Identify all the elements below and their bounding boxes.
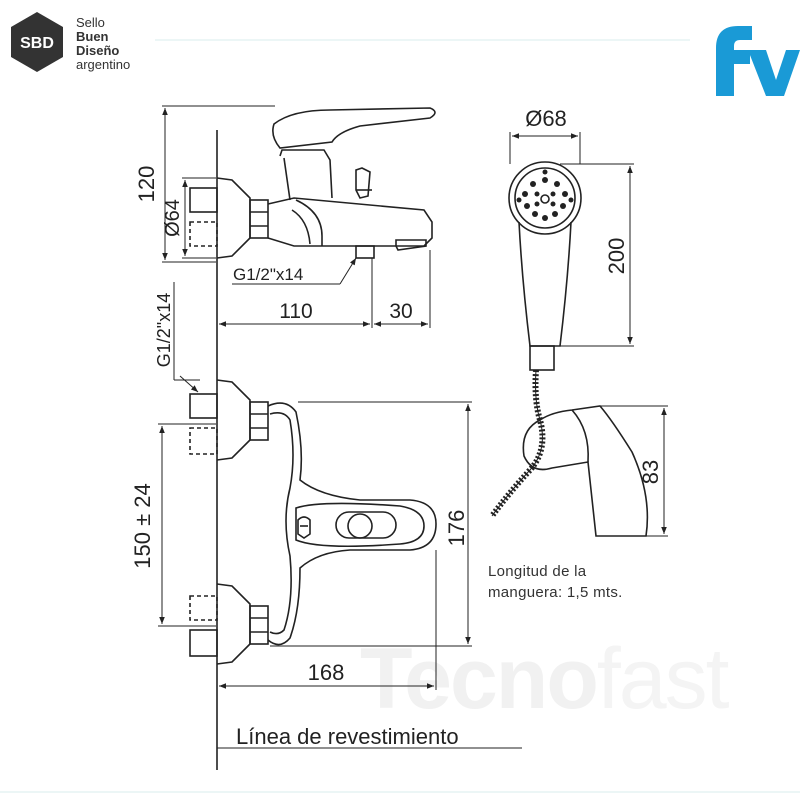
dim-150-24: 150 ± 24 xyxy=(130,483,155,568)
dim-200: 200 xyxy=(604,238,629,275)
wall-line-label: Línea de revestimiento xyxy=(236,724,459,749)
mixer-side-view xyxy=(189,107,436,259)
fv-logo xyxy=(716,26,800,96)
dim-83: 83 xyxy=(638,460,663,484)
sbd-line2: Buen xyxy=(76,29,109,44)
dim-lines-shower xyxy=(509,132,668,537)
dim-110: 110 xyxy=(279,300,312,323)
sbd-badge: SBD xyxy=(11,12,63,72)
sbd-line4: argentino xyxy=(76,57,131,72)
dim-dia-64: Ø64 xyxy=(162,199,184,237)
note-line2: manguera: 1,5 mts. xyxy=(488,584,623,601)
sbd-label: Sello Buen Diseño argentino xyxy=(76,16,130,72)
sbd-line1: Sello xyxy=(76,15,105,30)
dim-thread-side: G1/2"x14 xyxy=(154,293,174,367)
watermark-part2: fast xyxy=(596,631,730,727)
note-line1: Longitud de la xyxy=(488,563,587,580)
mixer-front-view xyxy=(189,379,437,665)
hose-length-note: Longitud de la manguera: 1,5 mts. xyxy=(488,561,623,603)
dim-176: 176 xyxy=(444,510,469,547)
dim-thread-top: G1/2"x14 xyxy=(233,265,303,284)
dim-lines-top xyxy=(162,105,431,328)
dim-120: 120 xyxy=(134,166,159,203)
watermark-part1: Tecno xyxy=(360,631,599,727)
hand-shower xyxy=(489,161,649,537)
dim-30: 30 xyxy=(389,300,412,323)
sbd-line3: Diseño xyxy=(76,43,120,58)
dim-dia-68: Ø68 xyxy=(525,106,567,131)
dim-168: 168 xyxy=(308,660,345,685)
tecnofast-watermark: Tecnofast xyxy=(360,636,729,722)
dim-lines-front xyxy=(158,282,522,749)
sbd-abbr: SBD xyxy=(20,35,54,52)
